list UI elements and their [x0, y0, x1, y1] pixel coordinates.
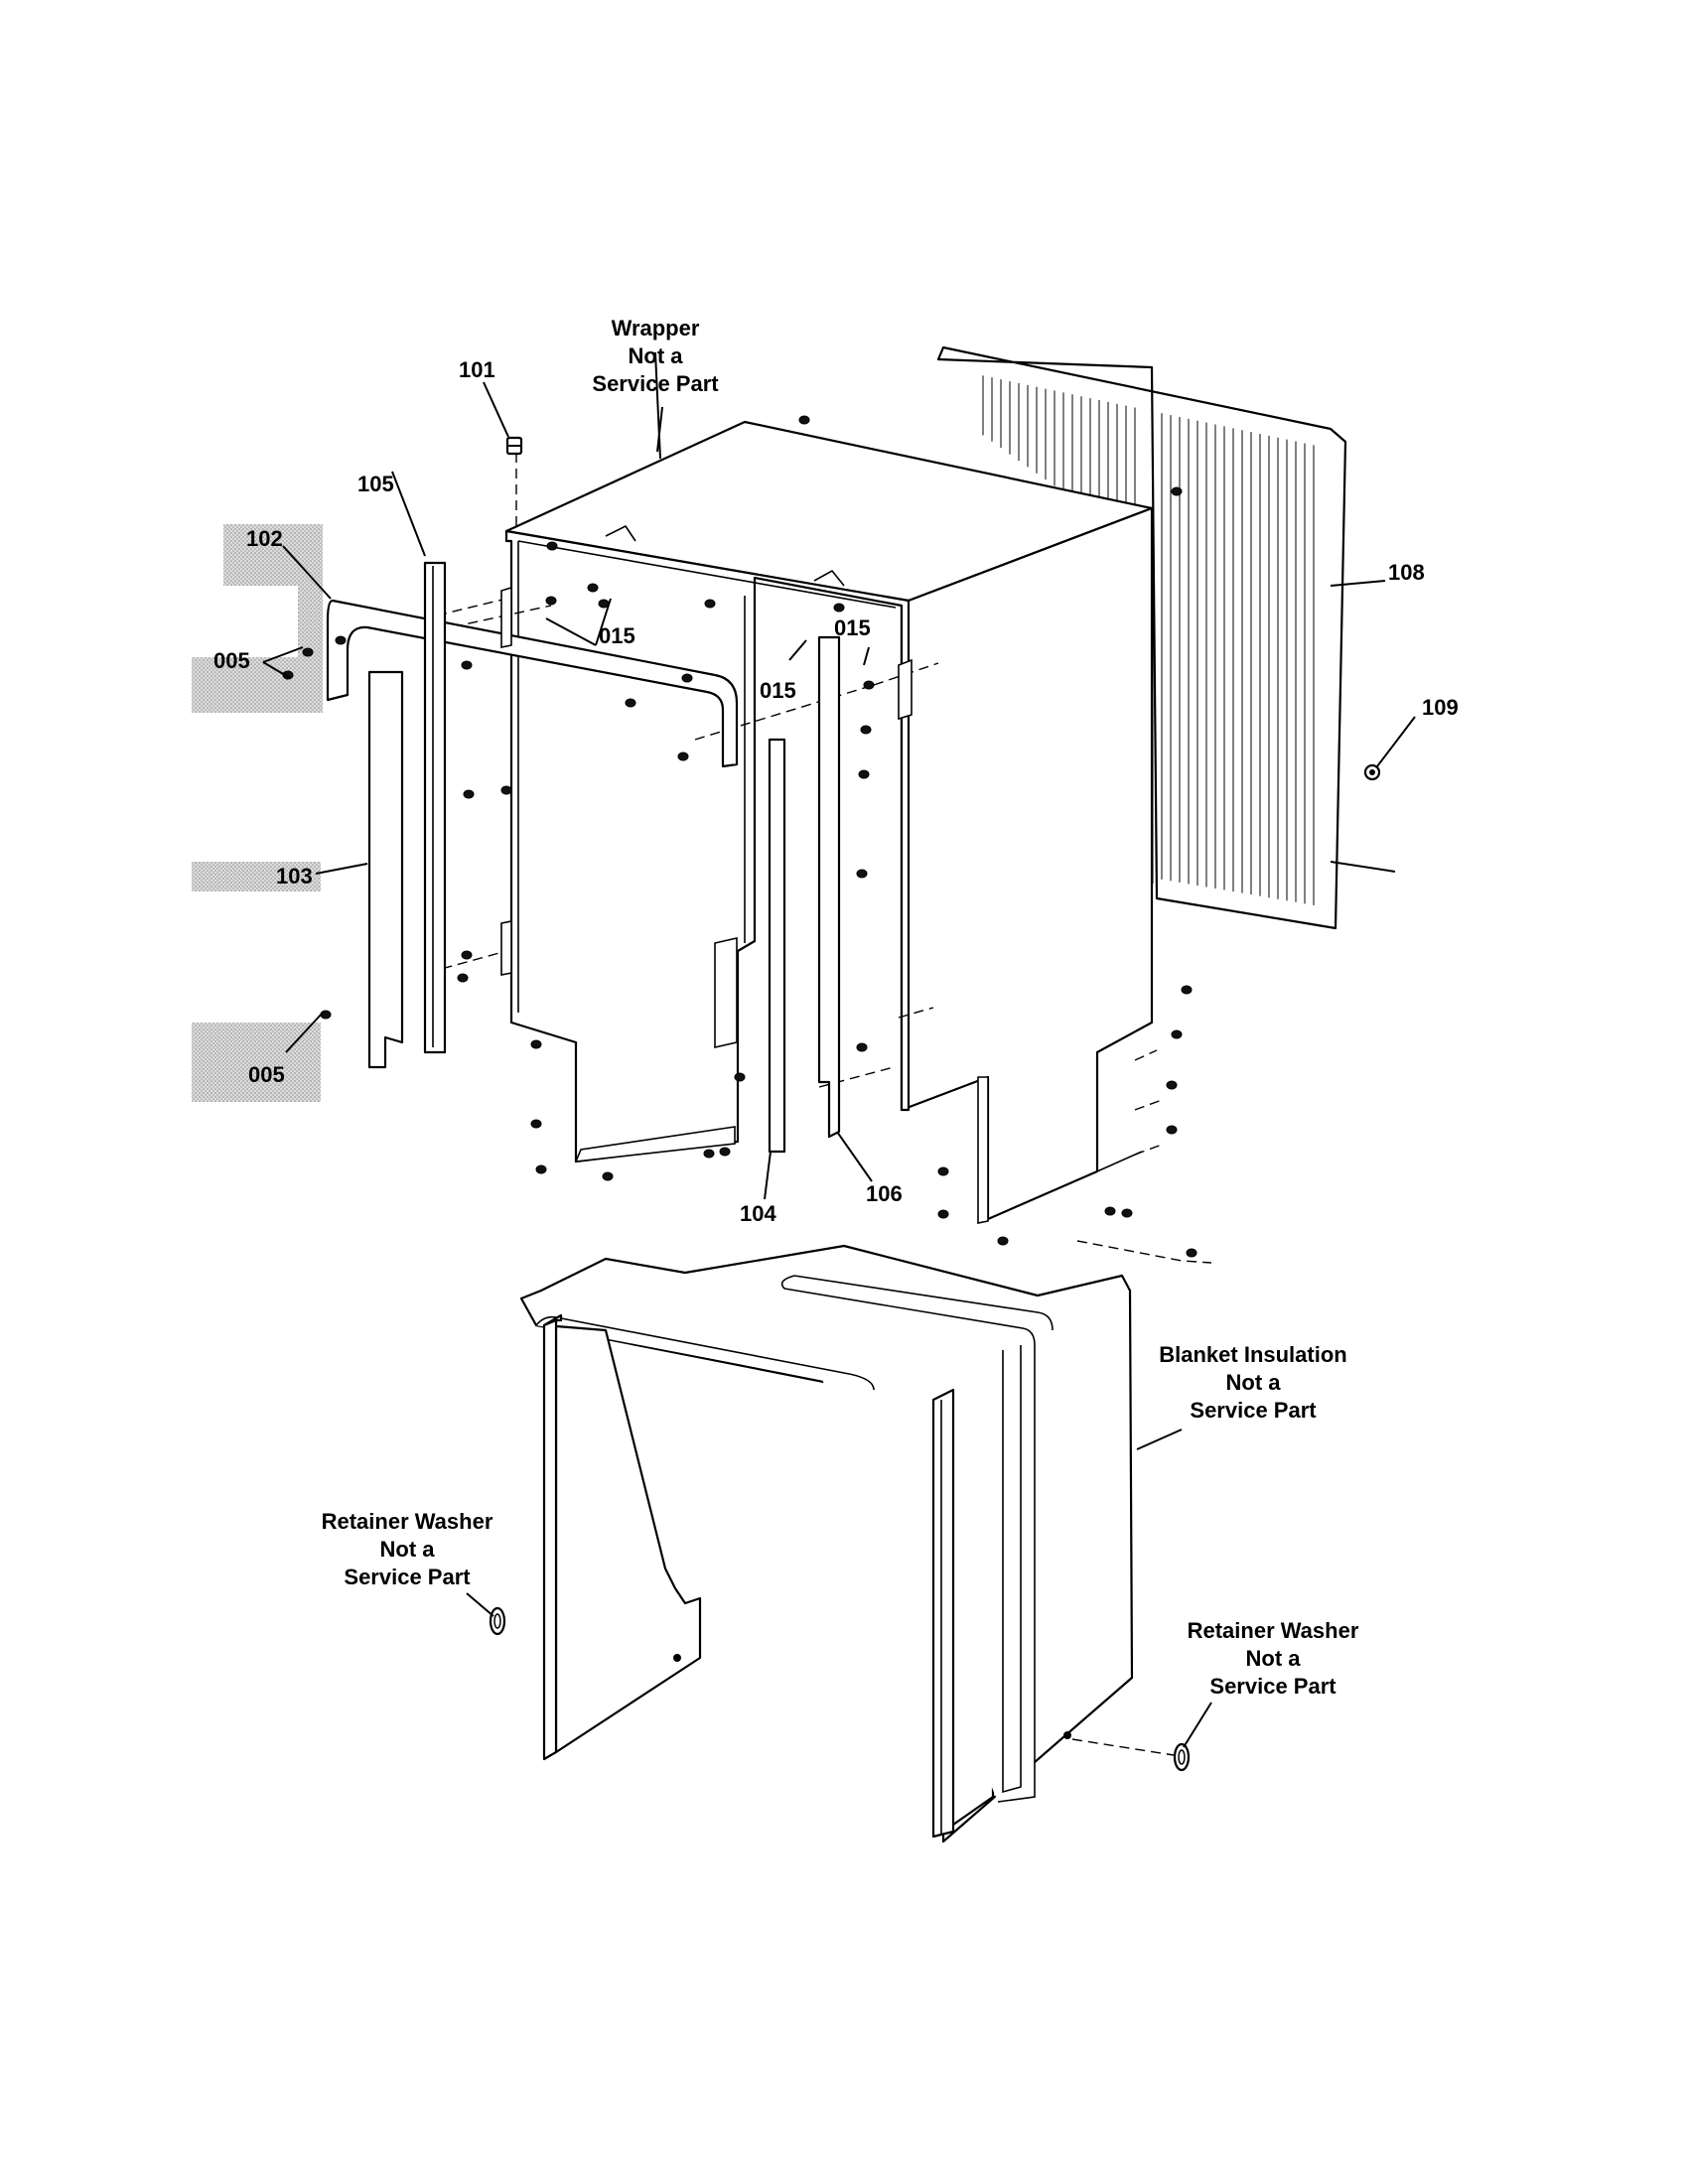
screw-fastener	[530, 1039, 542, 1049]
front-frame-102	[326, 599, 739, 768]
screw-fastener	[457, 973, 469, 983]
side-strip-103	[367, 670, 404, 1069]
screw-fastener	[1104, 1206, 1116, 1216]
screw-101	[505, 436, 523, 456]
screw-fastener	[461, 950, 473, 960]
fasteners	[282, 415, 1197, 1258]
blanket-label-line3: Service Part	[1190, 1398, 1317, 1423]
part-number-101: 101	[459, 357, 495, 382]
part-number-108: 108	[1388, 560, 1425, 585]
part-number-015-b: 015	[834, 615, 871, 640]
screw-fastener	[463, 789, 475, 799]
part-number-106: 106	[866, 1181, 903, 1206]
leader-lines	[262, 351, 1416, 1748]
retainer-right-label-line1: Retainer Washer	[1188, 1618, 1359, 1643]
blanket-label-line1: Blanket Insulation	[1159, 1342, 1346, 1367]
screw-fastener	[703, 1149, 715, 1159]
wrapper-label-line1: Wrapper	[612, 316, 700, 341]
screw-fastener	[1181, 985, 1193, 995]
bracket-right	[714, 658, 913, 1049]
screw-fastener	[587, 583, 599, 593]
screw-fastener	[1121, 1208, 1133, 1218]
part-number-103: 103	[276, 864, 313, 888]
highlight-005-lower	[192, 1023, 321, 1102]
screw-fastener	[681, 673, 693, 683]
screw-fastener	[335, 635, 347, 645]
screw-fastener	[798, 415, 810, 425]
part-number-105: 105	[357, 472, 394, 496]
screw-fastener	[461, 660, 473, 670]
retainer-washer-left-part	[489, 1606, 506, 1636]
highlight-102-005	[192, 524, 323, 713]
screw-fastener	[677, 751, 689, 761]
bracket-left	[500, 586, 512, 976]
screw-fastener	[302, 647, 314, 657]
screw-fastener	[535, 1164, 547, 1174]
callout-highlights	[192, 524, 323, 1102]
retainer-left-label-line2: Not a	[380, 1537, 436, 1562]
retainer-washer-right-part	[1173, 1742, 1191, 1772]
side-strip-105	[423, 561, 447, 1054]
nut-109	[1363, 763, 1381, 781]
screw-fastener	[863, 680, 875, 690]
wrapper-cabinet	[504, 420, 1154, 1224]
retainer-right-label-line2: Not a	[1246, 1646, 1302, 1671]
screw-fastener	[1166, 1080, 1178, 1090]
screw-fastener	[937, 1166, 949, 1176]
screw-fastener	[530, 1119, 542, 1129]
text-labels: Wrapper Not a Service Part Blanket Insul…	[213, 316, 1459, 1699]
screw-fastener	[704, 599, 716, 609]
part-number-015-c: 015	[760, 678, 796, 703]
side-strip-106	[817, 635, 841, 1139]
screw-fastener	[856, 869, 868, 879]
highlight-103	[192, 862, 321, 891]
screw-fastener	[1171, 486, 1183, 496]
screw-fastener	[856, 1042, 868, 1052]
screw-fastener	[860, 725, 872, 735]
screw-fastener	[937, 1209, 949, 1219]
wrapper-label-line2: Not a	[629, 343, 684, 368]
part-number-102: 102	[246, 526, 283, 551]
part-number-005-upper: 005	[213, 648, 250, 673]
side-strip-104	[768, 738, 786, 1154]
retainer-right-label-line3: Service Part	[1209, 1674, 1336, 1699]
wrapper-label-line3: Service Part	[592, 371, 719, 396]
retainer-left-label-line3: Service Part	[344, 1565, 471, 1589]
blanket-label-line2: Not a	[1226, 1370, 1282, 1395]
washer-dash-line	[1071, 1738, 1175, 1756]
part-number-109: 109	[1422, 695, 1459, 720]
screw-fastener	[719, 1147, 731, 1157]
screw-fastener	[833, 603, 845, 613]
part-number-005-lower: 005	[248, 1062, 285, 1087]
screw-fastener	[734, 1072, 746, 1082]
screw-fastener	[997, 1236, 1009, 1246]
screw-fastener	[625, 698, 636, 708]
retainer-left-label-line1: Retainer Washer	[322, 1509, 493, 1534]
screw-fastener	[858, 769, 870, 779]
blanket-insulation	[519, 1244, 1134, 1843]
screw-fastener	[1171, 1029, 1183, 1039]
screw-fastener	[500, 785, 512, 795]
part-number-015-a: 015	[599, 623, 635, 648]
screw-fastener	[602, 1171, 614, 1181]
screw-fastener	[1186, 1248, 1197, 1258]
screw-fastener	[546, 541, 558, 551]
screw-fastener	[1166, 1125, 1178, 1135]
screw-fastener	[545, 596, 557, 606]
part-number-104: 104	[740, 1201, 776, 1226]
